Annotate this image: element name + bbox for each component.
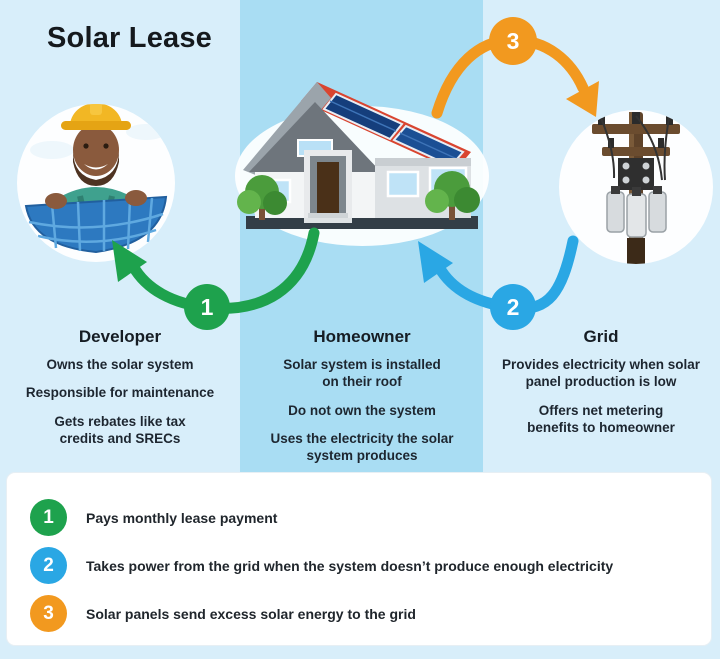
legend-text-3: Solar panels send excess solar energy to… — [86, 605, 416, 622]
grid-heading: Grid — [583, 327, 619, 346]
tree-right-icon — [425, 171, 480, 220]
page-title: Solar Lease — [47, 22, 213, 54]
legend-panel — [6, 472, 712, 646]
developer-point: Responsible for maintenance — [25, 385, 215, 401]
legend-item-3: 3 Solar panels send excess solar energy … — [30, 595, 416, 632]
legend-item-2: 2 Takes power from the grid when the sys… — [30, 547, 613, 584]
developer-point: Owns the solar system — [46, 357, 194, 372]
arrow-3-number: 3 — [507, 28, 520, 54]
grid-point: Provides electricity when solar panel pr… — [501, 357, 701, 390]
grid-point: Offers net metering benefits to homeowne… — [527, 402, 675, 435]
homeowner-heading: Homeowner — [313, 327, 411, 346]
homeowner-point: Uses the electricity the solar system pr… — [270, 430, 454, 464]
developer-column: Developer Owns the solar system Responsi… — [5, 327, 235, 458]
developer-worker-icon — [17, 104, 175, 262]
arrow-2-blue: 2 — [418, 235, 579, 330]
developer-heading: Developer — [78, 327, 162, 346]
house-icon — [235, 82, 489, 246]
legend-number-1-badge: 1 — [30, 499, 67, 536]
developer-point: Gets rebates like tax credits and SRECs — [54, 413, 186, 446]
homeowner-point: Solar system is installed on their roof — [283, 357, 441, 390]
arrow-3-orange: 3 — [431, 17, 599, 119]
legend-text-2: Takes power from the grid when the syste… — [86, 557, 614, 574]
legend-number-2-badge: 2 — [30, 547, 67, 584]
legend-item-1: 1 Pays monthly lease payment — [30, 499, 277, 536]
arrow-1-green: 1 — [112, 227, 320, 330]
tree-left-icon — [237, 175, 287, 220]
legend-number-3-badge: 3 — [30, 595, 67, 632]
arrow-1-number: 1 — [201, 294, 214, 320]
homeowner-column: Homeowner Solar system is installed on t… — [248, 327, 476, 475]
grid-column: Grid Provides electricity when solar pan… — [482, 327, 720, 447]
legend-text-1: Pays monthly lease payment — [86, 509, 278, 526]
homeowner-point: Do not own the system — [288, 402, 436, 418]
grid-utility-pole-icon — [559, 110, 713, 264]
arrow-2-number: 2 — [507, 294, 520, 320]
